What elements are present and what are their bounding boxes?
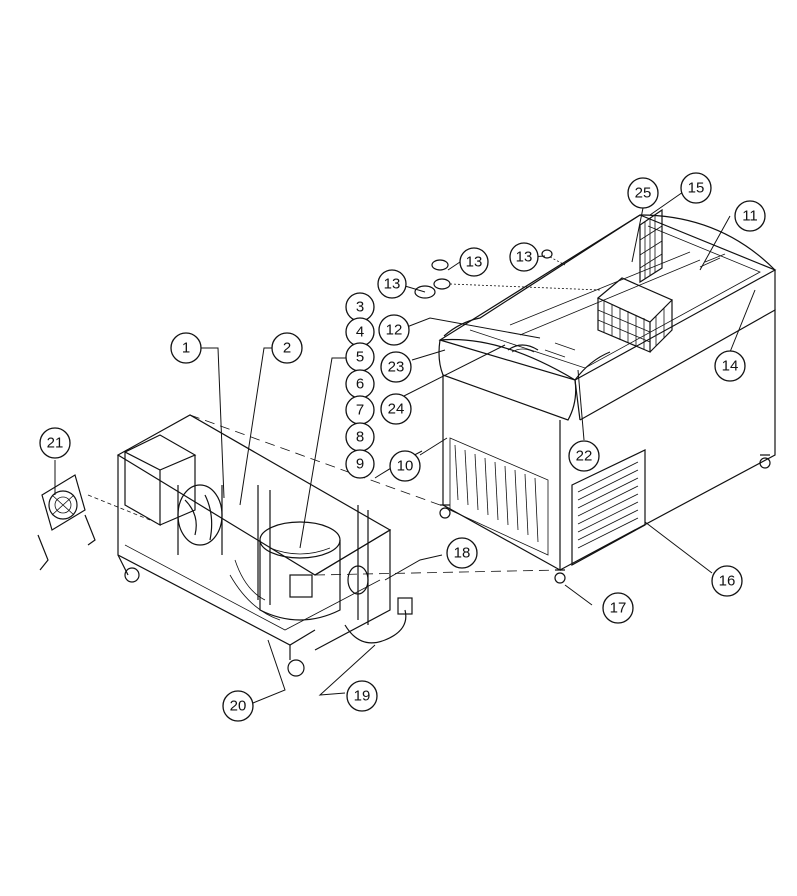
svg-text:20: 20 — [230, 698, 247, 715]
caster-wheels — [439, 454, 771, 584]
svg-text:15: 15 — [688, 180, 705, 197]
callout-13-mid: 13 — [459, 247, 489, 277]
callout-21: 21 — [39, 427, 71, 459]
svg-text:3: 3 — [356, 299, 364, 316]
callout-1: 1 — [170, 332, 202, 364]
callout-11: 11 — [734, 200, 766, 232]
front-vent-grille — [449, 437, 549, 556]
callout-22: 22 — [568, 440, 600, 472]
svg-text:2: 2 — [283, 340, 291, 357]
svg-text:11: 11 — [742, 208, 758, 225]
svg-text:9: 9 — [356, 456, 364, 473]
callout-13-left: 13 — [377, 269, 407, 299]
svg-text:23: 23 — [388, 359, 405, 376]
callout-3: 3 — [345, 292, 375, 322]
callout-15: 15 — [680, 172, 712, 204]
condensing-unit — [116, 414, 561, 677]
callout-16: 16 — [711, 565, 743, 597]
freezer-cabinet — [414, 208, 777, 584]
svg-text:1: 1 — [182, 340, 190, 357]
svg-text:13: 13 — [466, 254, 483, 271]
svg-text:19: 19 — [354, 688, 371, 705]
callout-23: 23 — [380, 351, 412, 383]
wire-basket — [596, 277, 674, 353]
callout-14: 14 — [714, 350, 746, 382]
callout-10: 10 — [389, 450, 421, 482]
svg-text:25: 25 — [635, 185, 652, 202]
callout-7: 7 — [345, 395, 375, 425]
callout-4: 4 — [345, 317, 375, 347]
callout-9: 9 — [345, 449, 375, 479]
svg-text:4: 4 — [356, 324, 364, 341]
svg-text:6: 6 — [356, 376, 364, 393]
leader-lines — [54, 191, 756, 704]
callout-13-right: 13 — [509, 242, 539, 272]
callout-6: 6 — [345, 369, 375, 399]
callout-17: 17 — [602, 592, 634, 624]
callout-8: 8 — [345, 422, 375, 452]
callout-25: 25 — [627, 177, 659, 209]
svg-text:16: 16 — [719, 573, 736, 590]
svg-text:10: 10 — [397, 458, 414, 475]
callout-12: 12 — [378, 314, 410, 346]
callout-20: 20 — [222, 690, 254, 722]
callout-18: 18 — [446, 537, 478, 569]
side-vent-grille — [571, 449, 646, 567]
svg-text:22: 22 — [576, 448, 593, 465]
callout-24: 24 — [380, 393, 412, 425]
svg-text:18: 18 — [454, 545, 471, 562]
lock-parts — [414, 249, 601, 299]
svg-text:21: 21 — [47, 435, 64, 452]
svg-text:17: 17 — [610, 600, 627, 617]
svg-text:8: 8 — [356, 429, 364, 446]
svg-text:5: 5 — [356, 349, 364, 366]
callout-19: 19 — [346, 680, 378, 712]
svg-text:7: 7 — [356, 402, 364, 419]
svg-text:13: 13 — [516, 249, 533, 266]
svg-text:12: 12 — [386, 322, 403, 339]
svg-text:13: 13 — [384, 276, 401, 293]
callout-5: 5 — [345, 342, 375, 372]
auxiliary-fan — [37, 474, 151, 571]
divider-grid — [639, 208, 663, 284]
callout-2: 2 — [271, 332, 303, 364]
svg-text:24: 24 — [388, 401, 405, 418]
svg-text:14: 14 — [722, 358, 739, 375]
